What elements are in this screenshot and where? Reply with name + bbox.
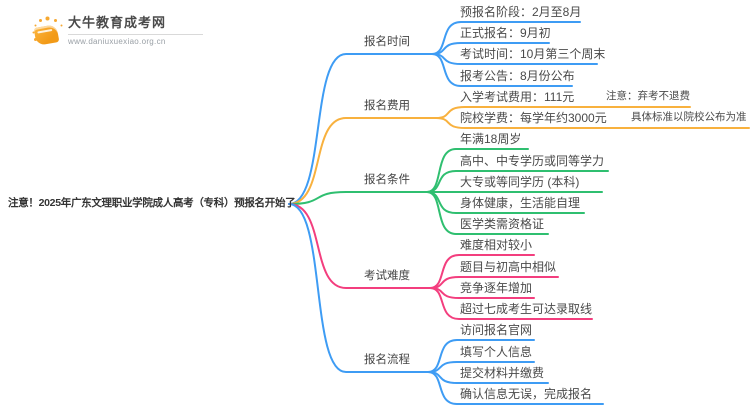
branch-label-signup-process[interactable]: 报名流程 (364, 354, 410, 366)
mindmap-node[interactable]: 入学考试费用：111元 (460, 90, 575, 104)
branch-label-exam-difficulty[interactable]: 考试难度 (364, 270, 410, 282)
mindmap-node[interactable]: 年满18周岁 (460, 132, 522, 146)
connector-line (288, 117, 437, 205)
mindmap-note-node[interactable]: 具体标准以院校公布为准 (631, 111, 747, 123)
mindmap-node[interactable]: 访问报名官网 (460, 323, 533, 337)
branch-label-signup-conditions[interactable]: 报名条件 (364, 174, 410, 186)
mindmap-node[interactable]: 大专或等同学历 (本科) (460, 175, 580, 189)
connector-line (427, 371, 604, 405)
branch-label-signup-fee[interactable]: 报名费用 (364, 100, 410, 112)
site-logo: 大牛教育成考网 www.daniuxuexiao.org.cn (26, 10, 226, 54)
mindmap-node[interactable]: 确认信息无误，完成报名 (460, 387, 593, 401)
connector-line (426, 191, 549, 235)
connector-line (288, 203, 431, 289)
connector-line (431, 53, 573, 87)
mindmap-node[interactable]: 正式报名：9月初 (460, 26, 551, 40)
connector-line (288, 203, 429, 373)
logo-book-sunrise-icon (26, 12, 66, 52)
mindmap-node[interactable]: 题目与初高中相似 (460, 260, 557, 274)
book-icon (33, 24, 60, 46)
connector-line (288, 191, 428, 205)
mindmap-node[interactable]: 预报名阶段：2月至8月 (460, 5, 582, 19)
mindmap-node[interactable]: 竞争逐年增加 (460, 281, 533, 295)
connector-line (429, 287, 593, 320)
branch-label-signup-time[interactable]: 报名时间 (364, 36, 410, 48)
mindmap-node[interactable]: 院校学费：每学年约3000元 (460, 111, 607, 125)
mindmap-node[interactable]: 医学类需资格证 (460, 217, 545, 231)
mindmap-node[interactable]: 难度相对较小 (460, 238, 533, 252)
root-topic-node[interactable]: 注意！2025年广东文理职业学院成人高考（专科）预报名开始了 (8, 197, 296, 209)
mindmap-node[interactable]: 填写个人信息 (460, 345, 533, 359)
mindmap-node[interactable]: 高中、中专学历或同等学力 (460, 154, 605, 168)
logo-divider (68, 34, 203, 35)
connector-line (288, 53, 433, 205)
site-name: 大牛教育成考网 (68, 15, 167, 30)
site-url: www.daniuxuexiao.org.cn (68, 37, 166, 46)
mindmap-node[interactable]: 报考公告：8月份公布 (460, 69, 575, 83)
mindmap-note-node[interactable]: 注意：弃考不退费 (606, 90, 690, 102)
connector-line (435, 117, 750, 129)
mindmap-node[interactable]: 超过七成考生可达录取线 (460, 302, 593, 316)
mindmap-node[interactable]: 提交材料并缴费 (460, 366, 545, 380)
mindmap-node[interactable]: 身体健康，生活能自理 (460, 196, 581, 210)
mindmap-node[interactable]: 考试时间：10月第三个周末 (460, 47, 606, 61)
